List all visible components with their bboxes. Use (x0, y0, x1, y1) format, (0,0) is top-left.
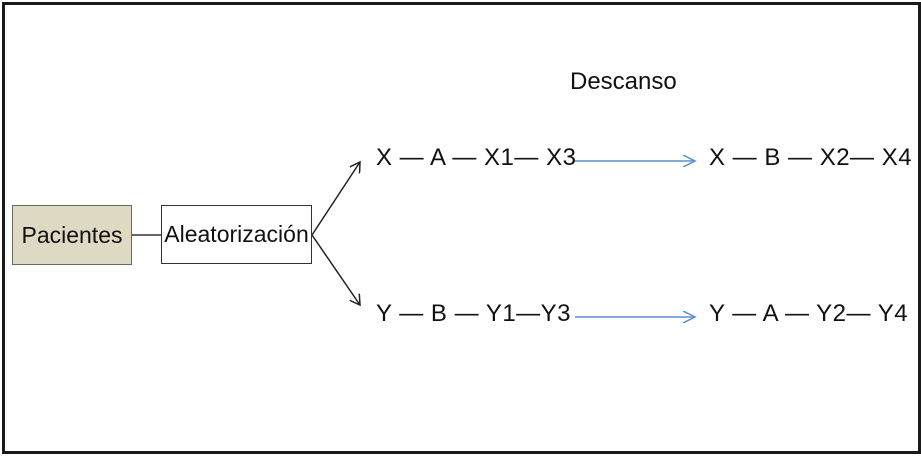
sequence-y-period-1: Y — B — Y1—Y3 (376, 300, 572, 327)
branch-arrow-x (311, 162, 360, 236)
sequence-x-period-1: X — A — X1— X3 (376, 144, 577, 171)
branch-arrow-y (311, 234, 360, 305)
randomization-label: Aleatorización (164, 221, 309, 247)
sequence-x-period-2: X — B — X2— X4 (709, 144, 913, 171)
patients-label: Pacientes (21, 221, 123, 248)
randomization-box: Aleatorización (161, 205, 312, 264)
sequence-y-period-2: Y — A — Y2— Y4 (709, 300, 909, 327)
rest-label: Descanso (570, 68, 677, 95)
patients-box: Pacientes (12, 205, 132, 265)
